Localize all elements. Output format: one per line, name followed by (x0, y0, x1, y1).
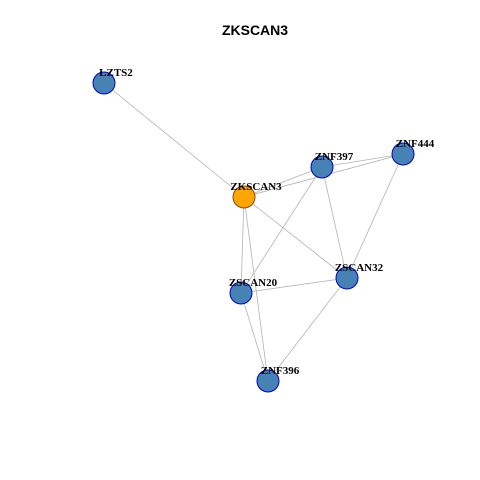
edge-zkscan3-zscan32 (243, 196, 348, 279)
node-circle-znf396 (256, 369, 280, 393)
node-label-znf396: ZNF396 (261, 365, 300, 377)
node-circle-zkscan3 (232, 185, 256, 209)
node-label-znf444: ZNF444 (396, 138, 435, 150)
edge-znf397-znf444 (321, 153, 404, 168)
edge-zkscan3-zscan20 (240, 196, 245, 294)
diagram-title: ZKSCAN3 (222, 22, 288, 38)
node-circle-zscan32 (335, 266, 359, 290)
node-lzts2: LZTS2 (92, 67, 133, 95)
node-circle-znf444 (391, 142, 415, 166)
edge-zkscan3-znf396 (243, 196, 269, 382)
node-label-zscan32: ZSCAN32 (335, 262, 384, 274)
edge-zscan32-znf396 (267, 277, 348, 382)
edge-znf397-zscan32 (321, 166, 348, 279)
node-zscan20: ZSCAN20 (229, 277, 278, 305)
node-zscan32: ZSCAN32 (335, 262, 384, 290)
node-circle-znf397 (310, 155, 334, 179)
node-label-zscan20: ZSCAN20 (229, 277, 278, 289)
edge-znf444-zscan32 (346, 153, 404, 279)
edge-lzts2-zkscan3 (103, 82, 245, 198)
node-label-znf397: ZNF397 (315, 151, 354, 163)
node-znf397: ZNF397 (310, 151, 354, 179)
node-znf444: ZNF444 (391, 138, 435, 166)
node-circle-zscan20 (229, 281, 253, 305)
node-circle-lzts2 (92, 71, 116, 95)
edges-layer (103, 82, 404, 382)
edge-znf397-zscan20 (240, 166, 323, 294)
node-label-lzts2: LZTS2 (99, 67, 133, 79)
node-zkscan3: ZKSCAN3 (230, 181, 282, 209)
edge-zkscan3-znf397 (243, 166, 323, 198)
node-label-zkscan3: ZKSCAN3 (230, 181, 282, 193)
edge-zscan20-znf396 (240, 292, 269, 382)
edge-zscan20-zscan32 (240, 277, 348, 294)
node-znf396: ZNF396 (256, 365, 300, 393)
